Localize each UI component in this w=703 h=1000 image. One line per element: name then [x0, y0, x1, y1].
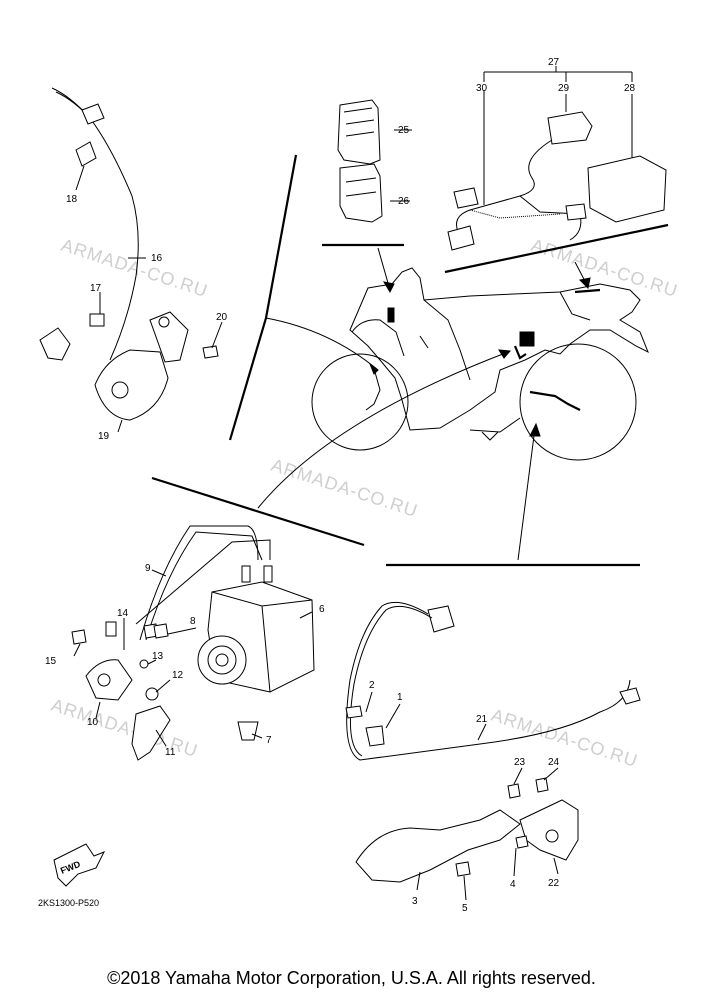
motorcycle-outline [311, 267, 649, 461]
callout-11: 11 [165, 747, 176, 758]
callout-8: 8 [190, 616, 196, 627]
fwd-arrow-icon: FWD [53, 843, 106, 887]
watermark: ARMADA-CO.RU [489, 705, 641, 771]
callout-24: 24 [548, 757, 560, 768]
callout-leaders [73, 129, 559, 901]
abs-unit-group [71, 525, 315, 761]
callout-30: 30 [476, 83, 488, 94]
sensor-lead-group [345, 601, 641, 883]
callout-15: 15 [45, 656, 57, 667]
callout-18: 18 [66, 194, 78, 205]
callout-26: 26 [398, 196, 410, 207]
callout-14: 14 [117, 608, 129, 619]
watermark: ARMADA-CO.RU [269, 455, 421, 521]
callout-9: 9 [145, 563, 151, 574]
callout-13: 13 [152, 651, 164, 662]
callout-21: 21 [476, 714, 488, 725]
sub-harness-group [447, 66, 667, 251]
leader-arrows [257, 247, 591, 561]
callout-labels: 1 2 3 4 5 6 7 8 9 10 11 12 13 14 15 16 1… [45, 57, 636, 914]
callout-10: 10 [87, 717, 99, 728]
callout-12: 12 [172, 670, 184, 681]
watermark: ARMADA-CO.RU [59, 235, 211, 301]
callout-27: 27 [548, 57, 560, 68]
callout-1: 1 [397, 692, 403, 703]
watermarks: ARMADA-CO.RU ARMADA-CO.RU ARMADA-CO.RU A… [49, 235, 681, 771]
callout-19: 19 [98, 431, 110, 442]
copyright-notice: ©2018 Yamaha Motor Corporation, U.S.A. A… [107, 968, 596, 988]
callout-2: 2 [369, 680, 375, 691]
callout-29: 29 [558, 83, 570, 94]
callout-25: 25 [398, 125, 410, 136]
callout-28: 28 [624, 83, 636, 94]
callout-7: 7 [266, 735, 272, 746]
callout-5: 5 [462, 903, 468, 914]
watermark: ARMADA-CO.RU [529, 235, 681, 301]
callout-20: 20 [216, 312, 228, 323]
callout-4: 4 [510, 879, 516, 890]
connector-group [337, 99, 383, 223]
callout-23: 23 [514, 757, 526, 768]
callout-16: 16 [151, 253, 163, 264]
callout-17: 17 [90, 283, 102, 294]
callout-22: 22 [548, 878, 560, 889]
watermark: ARMADA-CO.RU [49, 695, 201, 761]
callout-3: 3 [412, 896, 418, 907]
drawing-code: 2KS1300-P520 [38, 898, 99, 908]
callout-6: 6 [319, 604, 325, 615]
wheel-sensor-group [39, 87, 219, 421]
